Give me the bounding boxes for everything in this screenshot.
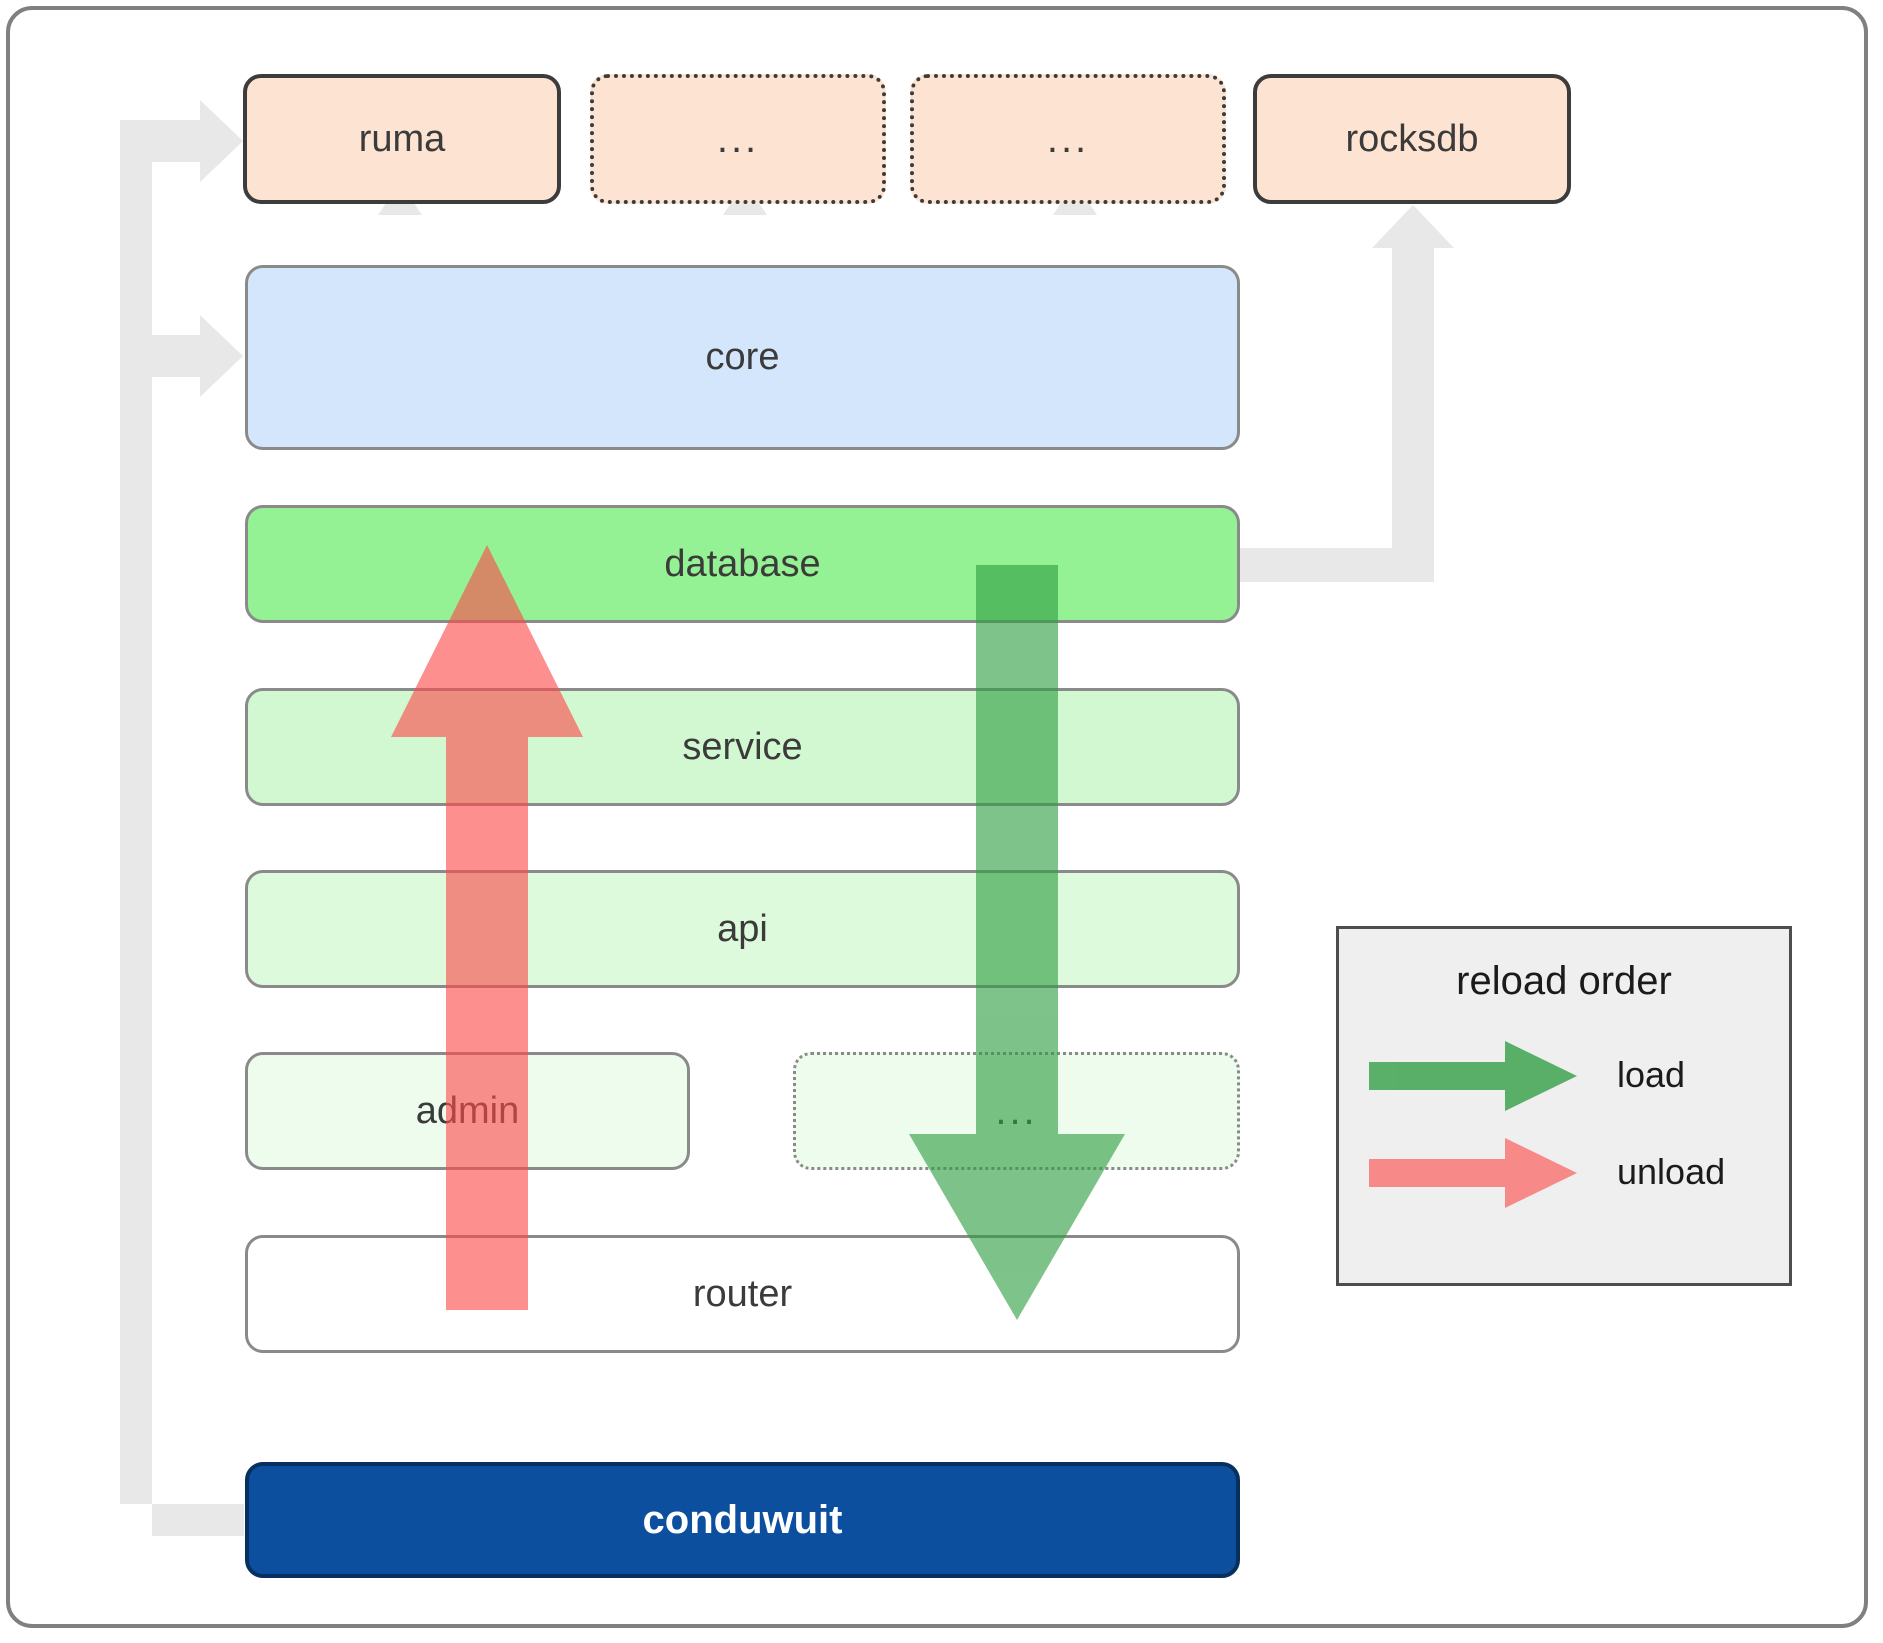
stack-node-router[interactable]: router [245,1235,1240,1353]
external-node-label: ruma [358,117,446,160]
legend-unload-arrow [1369,1138,1577,1208]
stack-node-label: service [682,725,803,768]
stack-node-label: api [717,907,768,950]
stack-node-label: admin [415,1089,520,1132]
stack-node-api[interactable]: api [245,870,1240,988]
external-node-label: ... [1046,117,1090,161]
stack-node-database[interactable]: database [245,505,1240,623]
application-node-conduwuit[interactable]: conduwuit [245,1462,1240,1578]
external-node-label: ... [716,117,760,161]
diagram-frame [6,6,1868,1628]
legend-label-unload: unload [1617,1151,1726,1192]
external-node-label: rocksdb [1345,117,1479,160]
legend-panel: reload order load unload [1336,926,1792,1286]
stack-node-label: database [664,542,821,585]
legend-title: reload order [1456,959,1672,1003]
stack-node-core[interactable]: core [245,265,1240,450]
stack-node-label: router [692,1272,793,1315]
application-node-label: conduwuit [642,1497,843,1542]
stack-node-label: core [705,336,780,378]
legend-label-load: load [1617,1054,1686,1095]
external-node-more-1[interactable]: ... [590,74,886,204]
stack-node-label: ... [995,1089,1038,1133]
external-node-rocksdb[interactable]: rocksdb [1253,74,1571,204]
external-node-more-2[interactable]: ... [910,74,1226,204]
external-node-ruma[interactable]: ruma [243,74,561,204]
legend-load-arrow [1369,1041,1577,1111]
stack-node-admin-more[interactable]: ... [793,1052,1240,1170]
stack-node-service[interactable]: service [245,688,1240,806]
stack-node-admin[interactable]: admin [245,1052,690,1170]
legend-arrow-layer [1369,1041,1577,1208]
